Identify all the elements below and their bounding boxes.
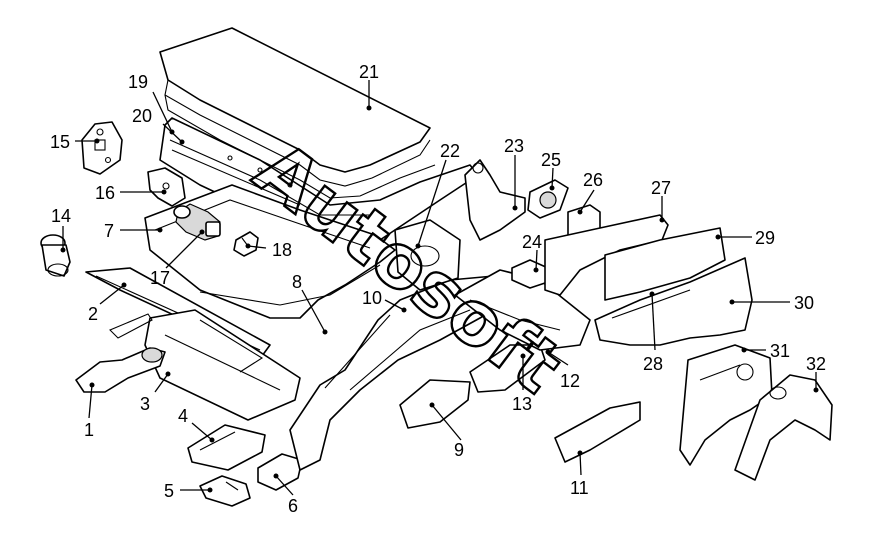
callout-26: 26 bbox=[583, 170, 603, 190]
callout-3: 3 bbox=[140, 394, 150, 414]
callout-17: 17 bbox=[150, 268, 170, 288]
callout-8: 8 bbox=[292, 272, 302, 292]
callout-28: 28 bbox=[643, 354, 663, 374]
part-3-tray bbox=[144, 309, 301, 421]
callout-16: 16 bbox=[95, 183, 115, 203]
callout-14: 14 bbox=[51, 206, 71, 226]
part-11-member bbox=[554, 401, 641, 463]
callout-5: 5 bbox=[164, 481, 174, 501]
callout-10: 10 bbox=[362, 288, 382, 308]
callout-24: 24 bbox=[522, 232, 542, 252]
callout-30: 30 bbox=[794, 293, 814, 313]
callout-21: 21 bbox=[359, 62, 379, 82]
part-31-wheelhouse bbox=[679, 344, 773, 466]
part-9-member bbox=[399, 379, 471, 429]
callout-32: 32 bbox=[806, 354, 826, 374]
callout-12: 12 bbox=[560, 371, 580, 391]
callout-23: 23 bbox=[504, 136, 524, 156]
callout-leaders bbox=[60, 80, 819, 496]
part-32-wheelhouse-outer bbox=[734, 374, 833, 481]
callout-19: 19 bbox=[128, 72, 148, 92]
part-5-clip bbox=[199, 475, 251, 507]
callout-27: 27 bbox=[651, 178, 671, 198]
part-29-panel bbox=[604, 227, 726, 301]
callout-22: 22 bbox=[440, 141, 460, 161]
callout-31: 31 bbox=[770, 341, 790, 361]
part-17-filter bbox=[173, 203, 221, 241]
callout-2: 2 bbox=[88, 304, 98, 324]
part-13-bracket bbox=[469, 344, 546, 393]
callout-1: 1 bbox=[84, 420, 94, 440]
part-30-outer-arch bbox=[594, 257, 753, 346]
part-22-tower bbox=[394, 219, 461, 291]
part-15-mount-plate bbox=[81, 121, 123, 175]
callout-18: 18 bbox=[272, 240, 292, 260]
part-18-bracket bbox=[233, 231, 259, 257]
part-6-cover bbox=[257, 453, 303, 491]
part-21-rear-shelf bbox=[159, 27, 436, 199]
callout-20: 20 bbox=[132, 106, 152, 126]
callout-9: 9 bbox=[454, 440, 464, 460]
part-4-bracket bbox=[187, 424, 266, 471]
part-23-bracket bbox=[464, 159, 526, 241]
callout-15: 15 bbox=[50, 132, 70, 152]
callout-13: 13 bbox=[512, 394, 532, 414]
part-25-grommet bbox=[527, 179, 569, 219]
part-16-bracket bbox=[147, 167, 186, 207]
part-1-jack bbox=[75, 313, 166, 393]
callout-29: 29 bbox=[755, 228, 775, 248]
callout-6: 6 bbox=[288, 496, 298, 516]
part-12-arch bbox=[454, 269, 591, 351]
callout-24-label-25: 25 bbox=[541, 150, 561, 170]
part-14-plug bbox=[40, 234, 71, 277]
callout-4: 4 bbox=[178, 406, 188, 426]
callout-labels: 1 2 3 4 5 6 7 8 9 10 11 12 13 14 15 16 1… bbox=[50, 62, 826, 516]
callout-7: 7 bbox=[104, 221, 114, 241]
callout-11: 11 bbox=[570, 478, 589, 498]
